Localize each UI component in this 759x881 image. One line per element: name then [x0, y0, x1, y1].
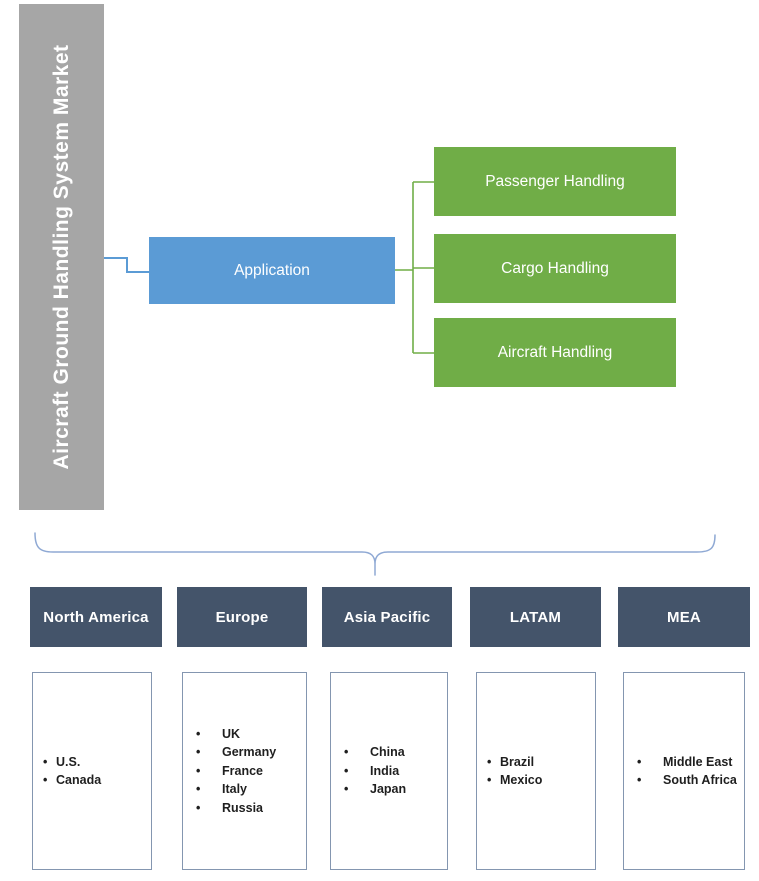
- region-list-mea: Middle East South Africa: [623, 672, 745, 870]
- market-title-bar: Aircraft Ground Handling System Market: [19, 4, 104, 510]
- region-list-latam: Brazil Mexico: [476, 672, 596, 870]
- application-to-segments-connector: [395, 181, 434, 354]
- list-item: Middle East: [633, 753, 744, 772]
- region-header-asia-pacific: Asia Pacific: [322, 587, 452, 647]
- application-label: Application: [234, 261, 310, 279]
- list-item: U.S.: [40, 753, 151, 772]
- country-list: China India Japan: [331, 743, 447, 799]
- segment-label: Passenger Handling: [485, 172, 625, 190]
- country-list: U.S. Canada: [33, 753, 151, 790]
- application-box: Application: [149, 237, 395, 304]
- region-header-mea: MEA: [618, 587, 750, 647]
- list-item: Japan: [340, 780, 447, 799]
- region-list-europe: UK Germany France Italy Russia: [182, 672, 307, 870]
- segment-aircraft-handling: Aircraft Handling: [434, 318, 676, 387]
- region-name: North America: [43, 608, 149, 626]
- segment-label: Aircraft Handling: [497, 343, 613, 361]
- region-header-latam: LATAM: [470, 587, 601, 647]
- region-name: MEA: [667, 608, 701, 626]
- region-name: Europe: [215, 608, 269, 626]
- list-item: South Africa: [633, 771, 744, 790]
- country-list: Middle East South Africa: [624, 753, 744, 790]
- list-item: UK: [192, 725, 306, 744]
- title-to-application-connector: [104, 257, 149, 273]
- segment-passenger-handling: Passenger Handling: [434, 147, 676, 216]
- market-title: Aircraft Ground Handling System Market: [49, 44, 73, 470]
- country-list: Brazil Mexico: [477, 753, 595, 790]
- list-item: Germany: [192, 743, 306, 762]
- regions-brace: [34, 532, 716, 576]
- list-item: Russia: [192, 799, 306, 818]
- list-item: Brazil: [484, 753, 595, 772]
- region-list-north-america: U.S. Canada: [32, 672, 152, 870]
- region-name: LATAM: [509, 608, 562, 626]
- list-item: France: [192, 762, 306, 781]
- list-item: China: [340, 743, 447, 762]
- list-item: Italy: [192, 780, 306, 799]
- list-item: Mexico: [484, 771, 595, 790]
- segment-label: Cargo Handling: [501, 259, 609, 277]
- list-item: Canada: [40, 771, 151, 790]
- region-header-europe: Europe: [177, 587, 307, 647]
- region-name: Asia Pacific: [343, 608, 431, 626]
- country-list: UK Germany France Italy Russia: [183, 725, 306, 818]
- region-header-north-america: North America: [30, 587, 162, 647]
- segment-cargo-handling: Cargo Handling: [434, 234, 676, 303]
- list-item: India: [340, 762, 447, 781]
- region-list-asia-pacific: China India Japan: [330, 672, 448, 870]
